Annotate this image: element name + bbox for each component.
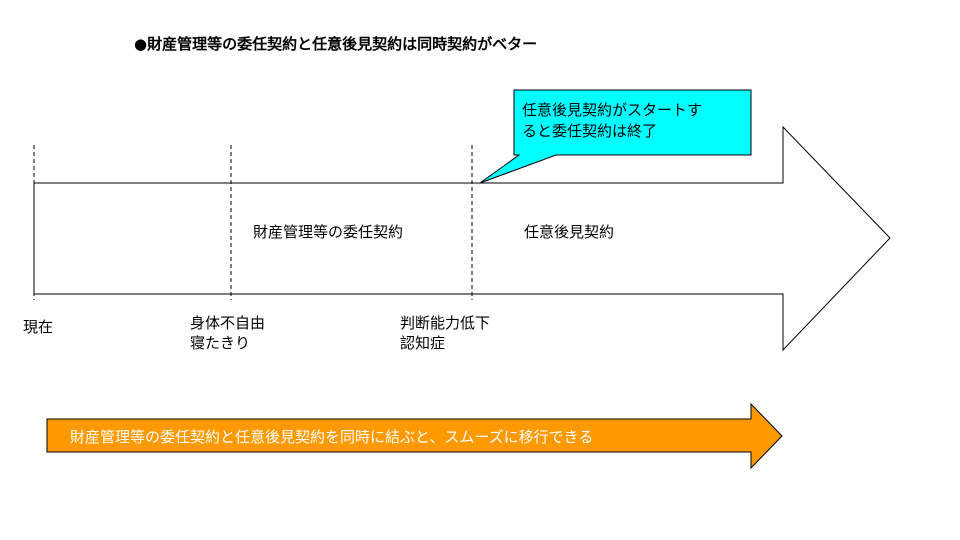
milestone-physical-disability: 身体不自由 寝たきり — [190, 313, 265, 353]
milestone-now-line-1: 現在 — [23, 318, 54, 336]
milestone-now: 現在 — [23, 317, 53, 337]
milestone-decline-line-1: 判断能力低下 — [400, 314, 491, 332]
callout-line-1: 任意後見契約がスタートす — [522, 101, 703, 119]
milestone-disability-line-1: 身体不自由 — [190, 314, 266, 332]
transition-arrow — [46, 402, 783, 470]
callout-line-2: ると委任契約は終了 — [522, 122, 658, 140]
transition-arrow-text: 財産管理等の委任契約と任意後見契約を同時に結ぶと、スムーズに移行できる — [70, 428, 594, 446]
segment-label-guardianship: 任意後見契約 — [524, 223, 615, 241]
callout-text: 任意後見契約がスタートす ると委任契約は終了 — [522, 100, 748, 142]
timeline-arrow — [33, 125, 891, 352]
milestone-disability-line-2: 寝たきり — [190, 334, 251, 352]
page-title: ●財産管理等の委任契約と任意後見契約は同時契約がベター — [134, 35, 538, 53]
milestone-decline-line-2: 認知症 — [400, 334, 446, 352]
segment-label-delegation: 財産管理等の委任契約 — [253, 223, 404, 241]
callout-box — [479, 89, 752, 184]
milestone-cognitive-decline: 判断能力低下 認知症 — [400, 313, 490, 353]
